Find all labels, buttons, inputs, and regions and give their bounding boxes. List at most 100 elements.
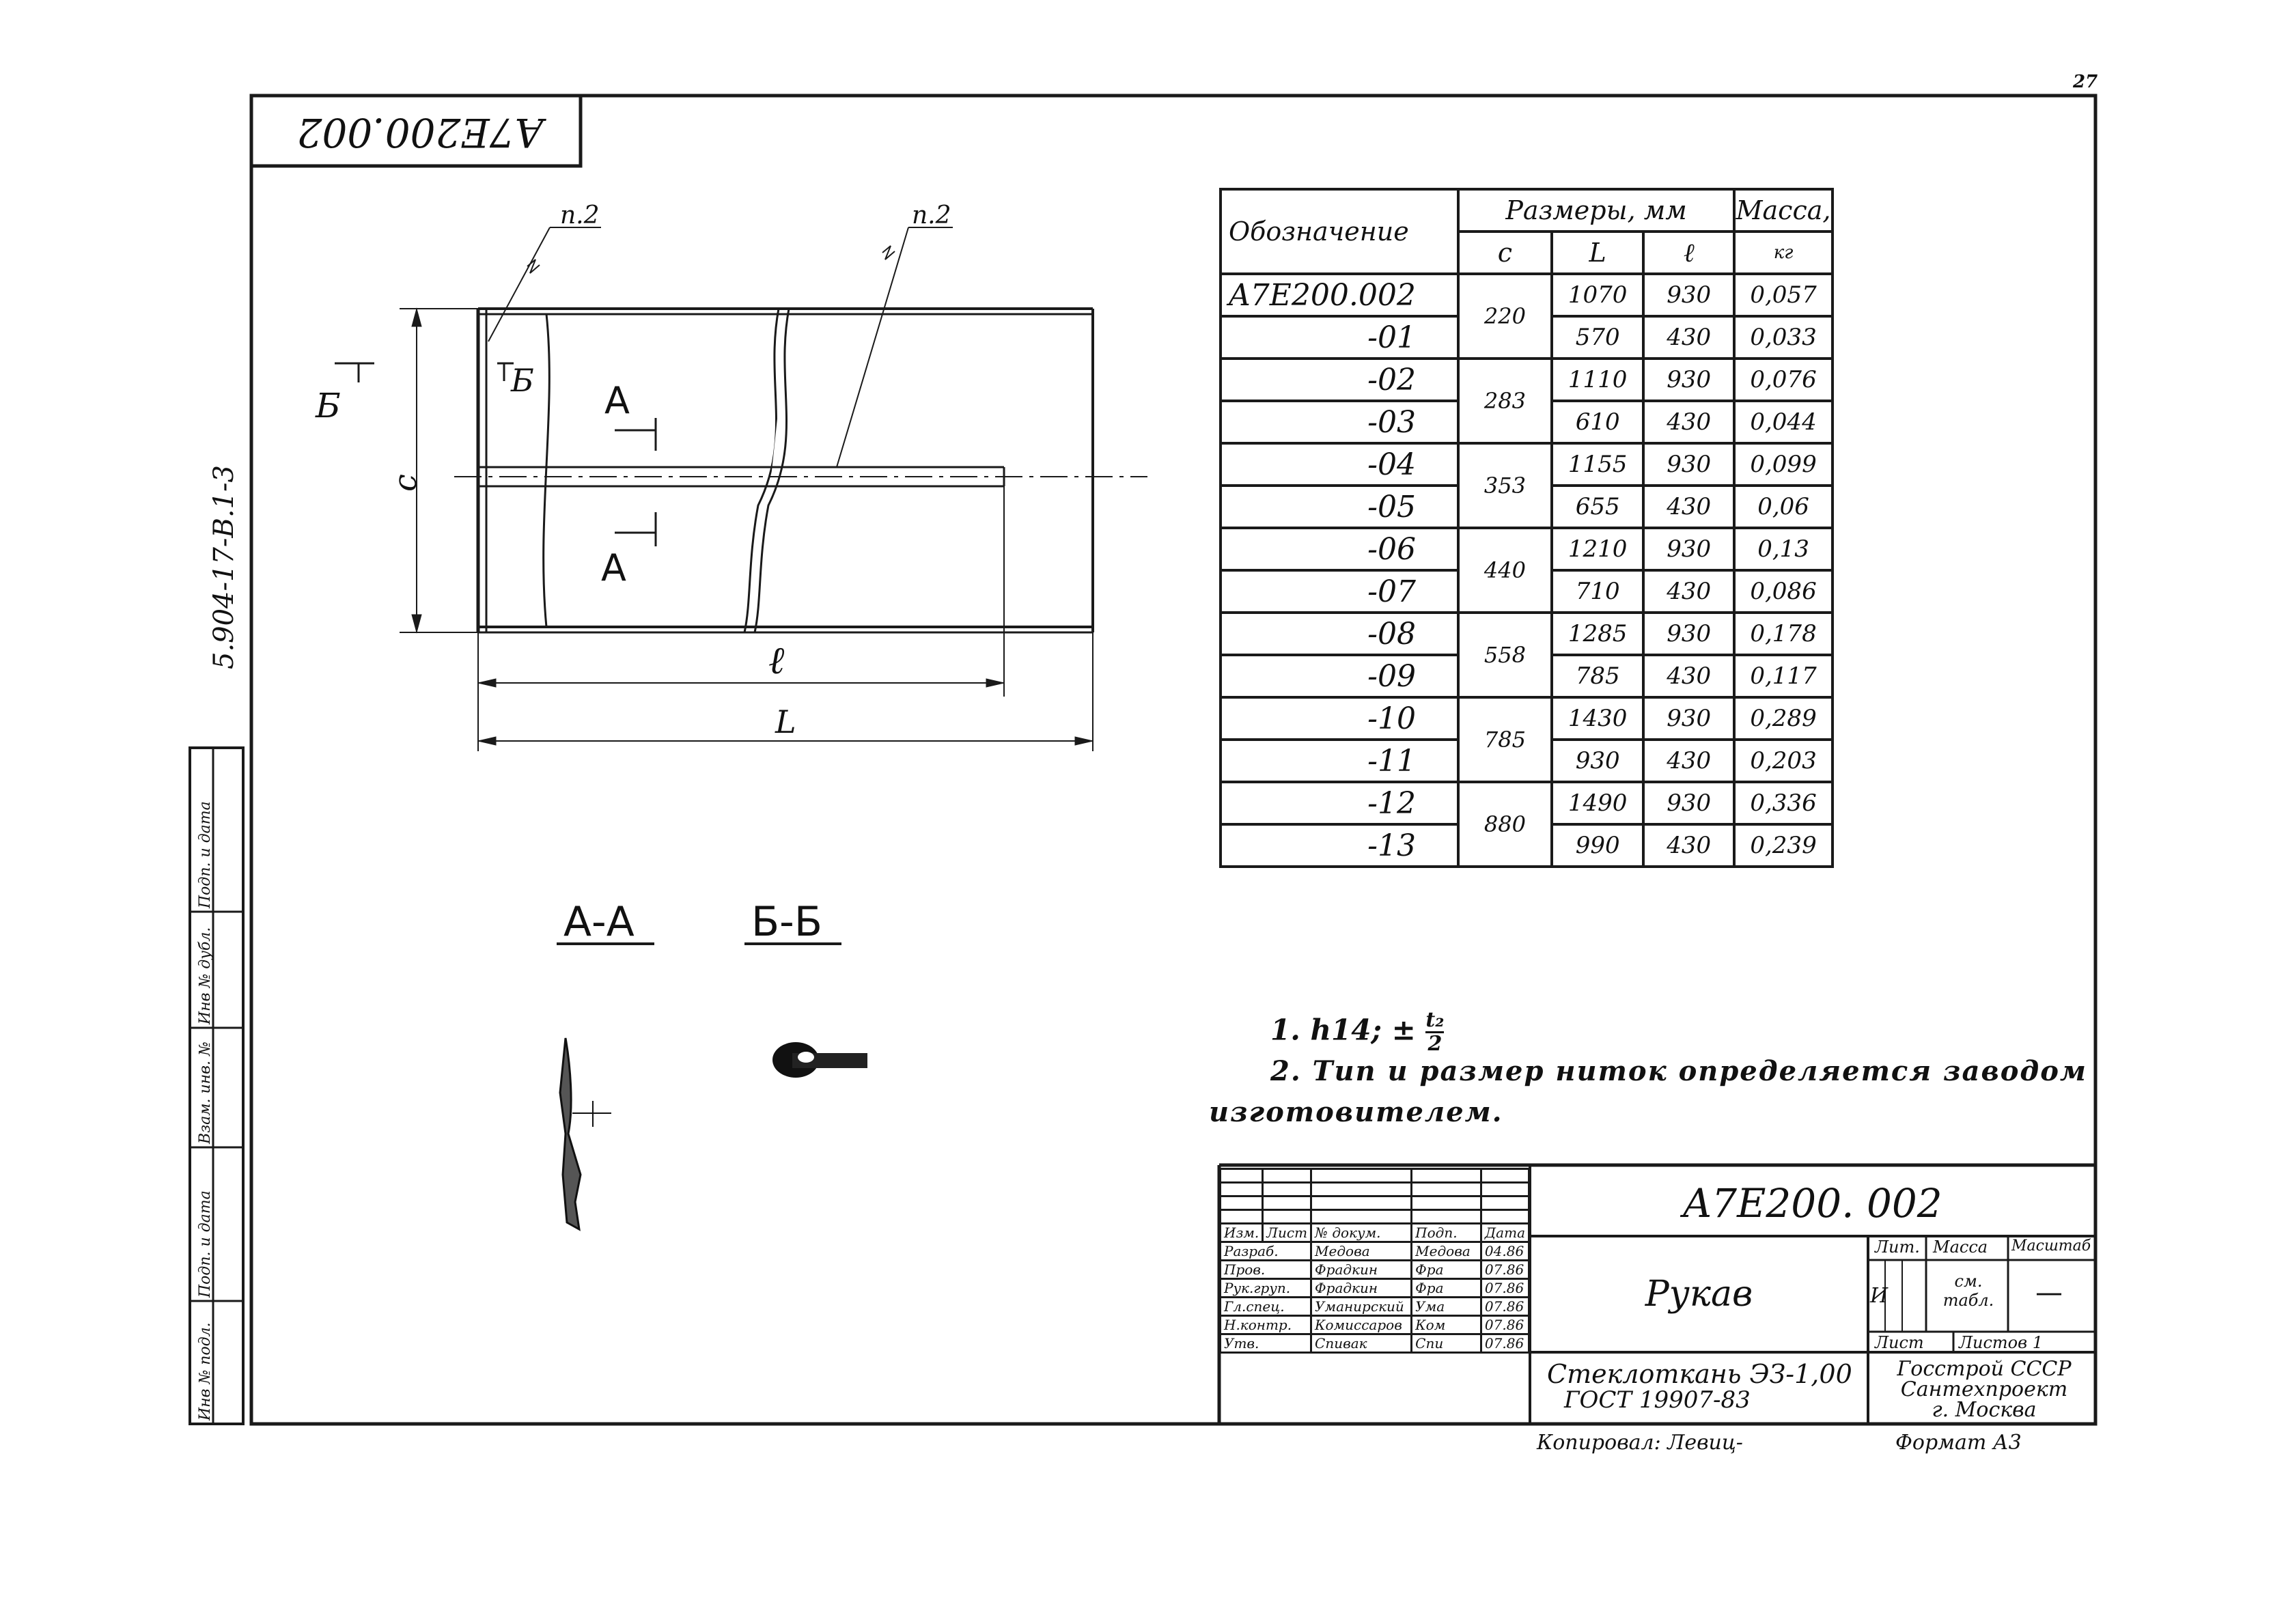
name-cell: Уманирский: [1310, 1296, 1413, 1317]
title-doc-code: A7E200. 002: [1683, 1180, 1942, 1227]
role-cell: Н.контр.: [1218, 1315, 1313, 1335]
designation-cell: -10: [1219, 696, 1460, 741]
mass-cell: 0,336: [1733, 781, 1834, 826]
header-c: c: [1457, 230, 1553, 275]
revision-row: [1218, 1168, 1531, 1184]
l-cell: 430: [1642, 654, 1736, 699]
org-line: Сантехпроект: [1900, 1377, 2068, 1401]
L-cell: 930: [1550, 738, 1645, 783]
signature-row: Гл.спец. Уманирский Ума 07.86: [1218, 1296, 1531, 1317]
mass-cell: 0,13: [1733, 527, 1834, 572]
designation-cell: -09: [1219, 654, 1460, 699]
designation-cell: -05: [1219, 484, 1460, 529]
signature-row: Разраб. Медова Медова 04.86: [1218, 1241, 1531, 1261]
side-code: 5.904-17-B.1-3: [208, 465, 240, 669]
L-cell: 710: [1550, 569, 1645, 614]
revision-row: [1218, 1181, 1531, 1197]
view-aa-title: А-А: [563, 898, 635, 946]
l-cell: 930: [1642, 781, 1736, 826]
mass-cell: 0,044: [1733, 400, 1834, 445]
lit-label: Лит.: [1875, 1237, 1920, 1257]
designation-cell: -03: [1219, 400, 1460, 445]
date-cell: 07.86: [1479, 1296, 1531, 1317]
title-name: Рукав: [1645, 1274, 1753, 1315]
org-block: Госстрой СССР Сантехпроект г. Москва: [1875, 1359, 2093, 1420]
table-row: -06 440 1210 930 0,13: [1219, 527, 1834, 614]
view-bb-title: Б-Б: [751, 898, 822, 946]
l-cell: 430: [1642, 315, 1736, 360]
mass-value: см. табл.: [1942, 1272, 1994, 1310]
sign-cell: Фра: [1410, 1278, 1482, 1298]
section-b-label: Б: [316, 386, 341, 425]
designation-cell: -06: [1219, 527, 1460, 572]
signature-row: Утв. Спивак Спи 07.86: [1218, 1333, 1531, 1354]
copied-by: Копировал: Левиц-: [1537, 1431, 1743, 1455]
table-row: -08 558 1285 930 0,178: [1219, 611, 1834, 699]
header-cell: Подп.: [1410, 1222, 1482, 1243]
date-cell: 07.86: [1479, 1278, 1531, 1298]
table-row: -05 655 430 0,06: [1219, 484, 1834, 529]
sign-cell: Ком: [1410, 1315, 1482, 1335]
scale-label: Масштаб: [2011, 1237, 2091, 1255]
scale-value: —: [2035, 1277, 2063, 1308]
mass-cell: 0,076: [1733, 357, 1834, 402]
L-cell: 1155: [1550, 442, 1645, 487]
sign-cell: Ума: [1410, 1296, 1482, 1317]
sheet-frame: [249, 94, 2098, 1426]
doc-code-rotated: A7E200.002: [296, 109, 544, 156]
L-cell: 655: [1550, 484, 1645, 529]
table-row: -09 785 430 0,117: [1219, 654, 1834, 699]
name-cell: Медова: [1310, 1241, 1413, 1261]
c-cell: 440: [1457, 527, 1553, 614]
table-row: -12 880 1490 930 0,336: [1219, 781, 1834, 868]
sheets-label: Листов 1: [1959, 1333, 2043, 1352]
name-cell: Фрадкин: [1310, 1278, 1413, 1298]
sign-cell: Фра: [1410, 1259, 1482, 1280]
org-line: г. Москва: [1932, 1398, 2037, 1422]
signature-grid: Изм. Лист № докум. Подп. Дата Разраб. Ме…: [1218, 1168, 1531, 1354]
header-mass-unit: кг: [1733, 230, 1834, 275]
title-block-lines: [1217, 1163, 2095, 1424]
designation-cell: -04: [1219, 442, 1460, 487]
side-stamp-label: Подп. и дата: [197, 1190, 214, 1298]
table-row: -07 710 430 0,086: [1219, 569, 1834, 614]
L-cell: 1490: [1550, 781, 1645, 826]
sleeve-view: [335, 227, 1147, 945]
code-box: [251, 96, 583, 168]
l-cell: 930: [1642, 442, 1736, 487]
table-row: -01 570 430 0,033: [1219, 315, 1834, 360]
L-cell: 1210: [1550, 527, 1645, 572]
L-cell: 1110: [1550, 357, 1645, 402]
table-row: -13 990 430 0,239: [1219, 823, 1834, 868]
L-cell: 1285: [1550, 611, 1645, 656]
L-cell: 785: [1550, 654, 1645, 699]
signature-header-row: Изм. Лист № докум. Подп. Дата: [1218, 1222, 1531, 1243]
revision-row: [1218, 1195, 1531, 1211]
c-cell: 880: [1457, 781, 1553, 868]
designation-cell: -11: [1219, 738, 1460, 783]
role-cell: Пров.: [1218, 1259, 1313, 1280]
title-material-1: Стеклоткань ЭЗ-1,00: [1547, 1359, 1852, 1389]
mass-cell: 0,117: [1733, 654, 1834, 699]
note-1-numerator: t₂: [1425, 1008, 1445, 1033]
header-designation: Обозначение: [1219, 188, 1460, 275]
side-stamp-label: Инв № подл.: [197, 1322, 214, 1420]
format-label: Формат А3: [1895, 1431, 2022, 1455]
designation-cell: -08: [1219, 611, 1460, 656]
note-2-line-2: изготовителем.: [1209, 1096, 1503, 1128]
section-a-label-top: А: [604, 379, 630, 422]
note-1-text: 1. h14; ±: [1270, 1013, 1416, 1047]
lit-value: И: [1870, 1284, 1889, 1308]
side-stamp-label: Взам. инв. №: [197, 1041, 214, 1144]
l-cell: 430: [1642, 823, 1736, 868]
mass-cell: 0,178: [1733, 611, 1834, 656]
sheet-label: Лист: [1875, 1333, 1924, 1352]
designation-cell: A7E200.002: [1219, 272, 1460, 318]
l-cell: 930: [1642, 272, 1736, 318]
note-1-denominator: 2: [1427, 1032, 1443, 1056]
designation-cell: -13: [1219, 823, 1460, 868]
l-cell: 430: [1642, 400, 1736, 445]
table-row: -03 610 430 0,044: [1219, 400, 1834, 445]
leader-label: п.2: [912, 201, 951, 229]
